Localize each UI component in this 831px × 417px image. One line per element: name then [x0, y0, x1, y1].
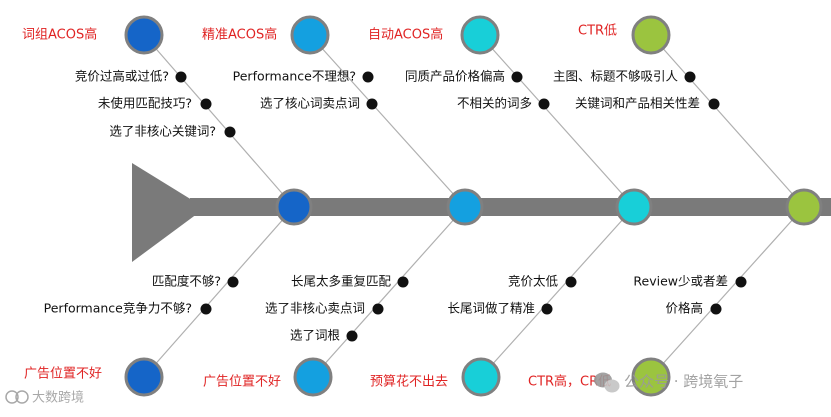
category-label: CTR高，CR低 — [528, 374, 611, 390]
bottom-category-3: 预算花不出去 竞价太低 长尾词做了精准 — [370, 274, 577, 397]
cause-dot — [735, 276, 747, 288]
cause-label: 选了核心词卖点词 — [260, 96, 360, 111]
category-label: CTR低 — [578, 24, 617, 39]
category-node — [124, 15, 164, 55]
category-label: 自动ACOS高 — [368, 27, 443, 43]
cause-dot — [175, 71, 187, 83]
wechat-icon — [594, 372, 620, 393]
cause-label: 价格高 — [665, 301, 703, 316]
cause-dot — [397, 276, 409, 288]
top-category-3: 自动ACOS高 同质产品价格偏高 不相关的词多 — [368, 15, 550, 111]
cause-label: 长尾词做了精准 — [447, 301, 535, 316]
cause-dot — [541, 303, 553, 315]
category-label: 词组ACOS高 — [22, 27, 97, 43]
category-node — [631, 15, 671, 55]
cause-dot — [511, 71, 523, 83]
cause-label: 长尾太多重复匹配 — [291, 274, 392, 289]
bottom-category-1: 广告位置不好 匹配度不够? Performance竞争力不够? — [24, 274, 239, 397]
cause-dot — [200, 303, 212, 315]
cause-dot — [708, 98, 720, 110]
category-node — [290, 15, 330, 55]
joint-node-4 — [785, 188, 823, 226]
watermark-text: 大数跨境 — [32, 391, 84, 406]
fish-tail — [132, 163, 205, 262]
cause-label: 关键词和产品相关性差 — [575, 96, 700, 111]
cause-dot — [224, 126, 236, 138]
cause-label: 同质产品价格偏高 — [405, 69, 505, 84]
joint-node-3 — [615, 188, 653, 226]
cause-label: 主图、标题不够吸引人 — [553, 69, 679, 84]
top-category-4: CTR低 主图、标题不够吸引人 关键词和产品相关性差 — [553, 15, 720, 111]
category-label: 广告位置不好 — [203, 375, 281, 390]
cause-label: 选了非核心卖点词 — [265, 301, 365, 316]
cause-dot — [565, 276, 577, 288]
cause-label: 不相关的词多 — [457, 96, 532, 111]
bone-lines — [143, 34, 805, 378]
spine — [190, 198, 831, 216]
watermark-logo-icon — [5, 390, 29, 404]
cause-label: Performance不理想? — [233, 69, 356, 84]
cause-dot — [538, 98, 550, 110]
category-label: 广告位置不好 — [24, 367, 102, 382]
cause-label: 未使用匹配技巧? — [98, 96, 192, 111]
cause-label: 竞价过高或过低? — [75, 69, 169, 84]
category-node — [460, 15, 500, 55]
joint-node-2 — [446, 188, 484, 226]
cause-dot — [372, 303, 384, 315]
cause-label: 竞价太低 — [508, 274, 559, 289]
cause-dot — [227, 276, 239, 288]
bottom-category-4: CTR高，CR低 Review少或者差 价格高 — [528, 274, 747, 397]
watermark-text: 公众号 · 跨境氧子 — [624, 373, 743, 391]
cause-label: 匹配度不够? — [152, 274, 221, 289]
cause-dot — [710, 303, 722, 315]
watermark-bottom-left: 大数跨境 — [5, 390, 84, 406]
bottom-category-2: 广告位置不好 长尾太多重复匹配 选了非核心卖点词 选了词根 — [203, 274, 409, 397]
cause-dot — [346, 330, 358, 342]
category-label: 精准ACOS高 — [202, 27, 277, 43]
cause-dot — [200, 98, 212, 110]
top-category-1: 词组ACOS高 竞价过高或过低? 未使用匹配技巧? 选了非核心关键词? — [22, 15, 236, 139]
top-category-2: 精准ACOS高 Performance不理想? 选了核心词卖点词 — [202, 15, 378, 111]
cause-label: Review少或者差 — [633, 274, 728, 289]
cause-dot — [362, 71, 374, 83]
cause-dot — [684, 71, 696, 83]
cause-label: Performance竞争力不够? — [44, 301, 192, 316]
cause-label: 选了非核心关键词? — [109, 124, 216, 139]
category-node — [293, 357, 333, 397]
cause-label: 选了词根 — [290, 328, 341, 343]
category-node — [124, 357, 164, 397]
category-node — [461, 357, 501, 397]
joint-node-1 — [275, 188, 313, 226]
category-label: 预算花不出去 — [370, 374, 448, 390]
watermark-bottom-right: 公众号 · 跨境氧子 — [594, 372, 743, 393]
cause-dot — [366, 98, 378, 110]
category-node — [631, 357, 671, 397]
